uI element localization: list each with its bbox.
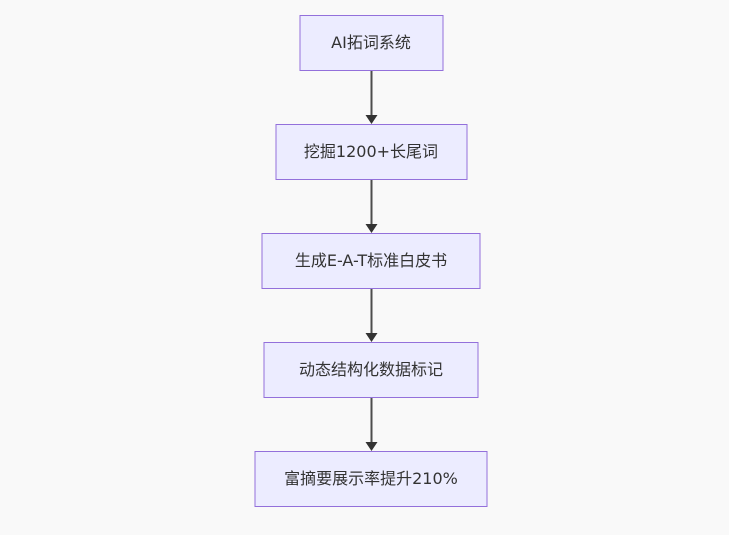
arrow-down-icon: [365, 333, 377, 342]
flow-edge-1-2: [365, 71, 377, 124]
flow-edge-4-5: [365, 398, 377, 451]
edge-line: [370, 289, 372, 333]
edge-line: [370, 71, 372, 115]
arrow-down-icon: [365, 224, 377, 233]
flow-edge-3-4: [365, 289, 377, 342]
flow-edge-2-3: [365, 180, 377, 233]
arrow-down-icon: [365, 442, 377, 451]
flow-node-step-2: 挖掘1200+长尾词: [275, 124, 467, 180]
flow-node-step-5: 富摘要展示率提升210%: [254, 451, 488, 507]
edge-line: [370, 398, 372, 442]
arrow-down-icon: [365, 115, 377, 124]
flowchart-column: AI拓词系统 挖掘1200+长尾词 生成E-A-T标准白皮书 动态结构化数据标记…: [254, 15, 488, 507]
flow-node-step-3: 生成E-A-T标准白皮书: [261, 233, 481, 289]
flow-node-step-4: 动态结构化数据标记: [263, 342, 479, 398]
flow-node-step-1: AI拓词系统: [299, 15, 443, 71]
edge-line: [370, 180, 372, 224]
